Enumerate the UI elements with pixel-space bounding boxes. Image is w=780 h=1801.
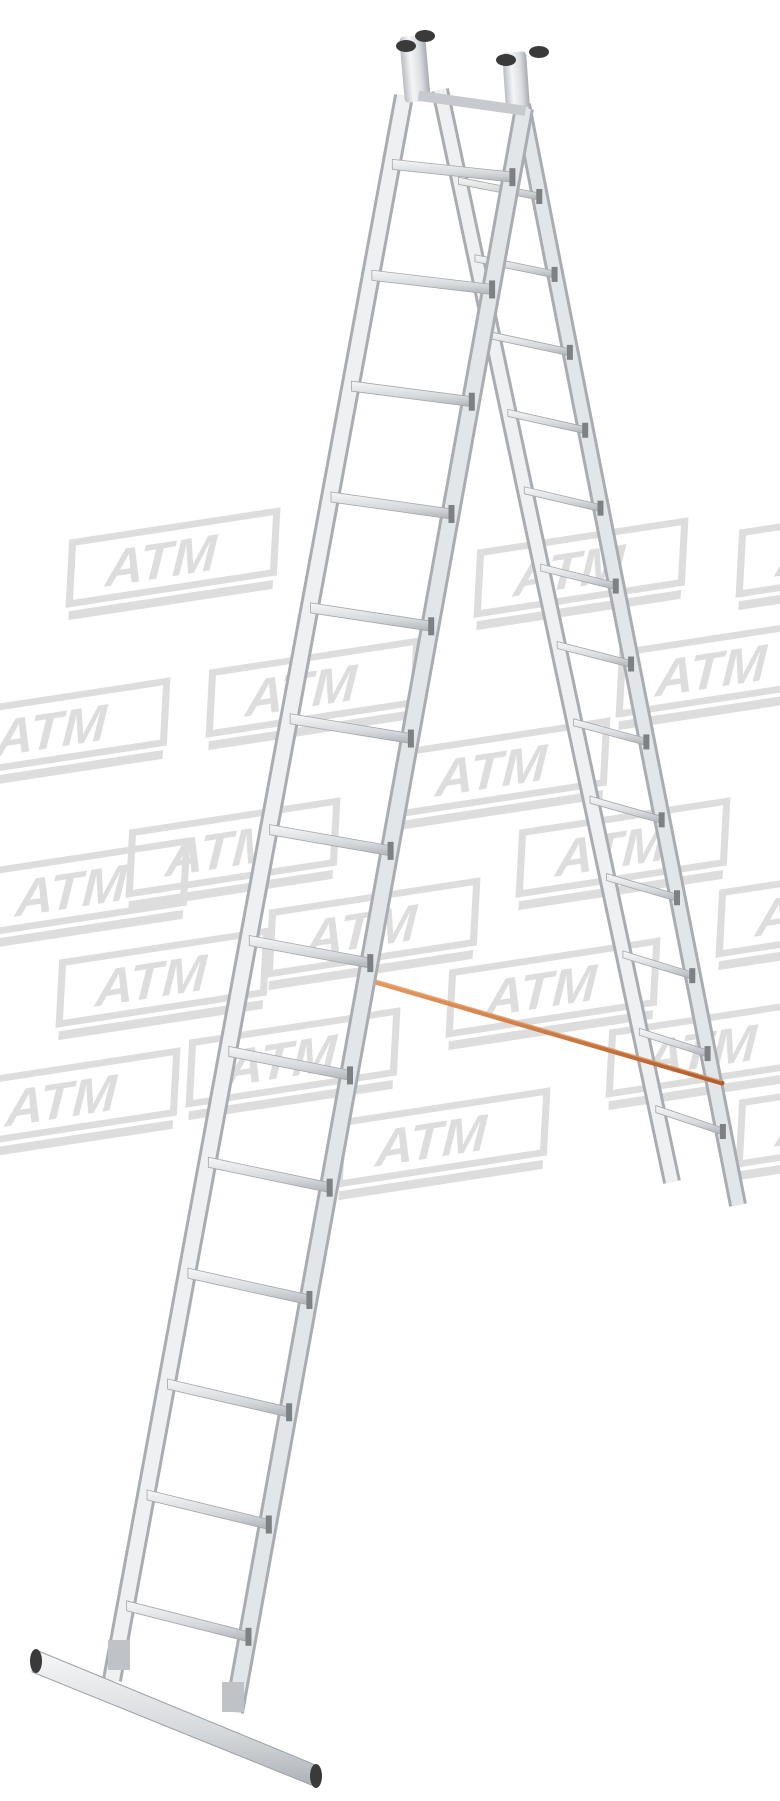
rivet-icon (719, 1124, 726, 1139)
ladder-rung (126, 1600, 249, 1643)
rivet-icon (367, 954, 374, 973)
watermark-logo: ATM (0, 837, 191, 951)
front-ladder-section (102, 94, 534, 1714)
watermark-logo: ATM (615, 617, 780, 731)
watermark-logo: ATM (185, 1007, 401, 1121)
stabiliser-bar (30, 1640, 322, 1788)
watermark-logo: ATM (0, 1047, 181, 1161)
rivet-icon (265, 1515, 272, 1534)
top-hinge (396, 30, 549, 116)
rivet-icon (566, 344, 573, 360)
watermark-logo: ATM (335, 1087, 551, 1201)
rivet-icon (643, 734, 650, 750)
rivet-icon (245, 1627, 252, 1646)
rivet-icon (704, 1046, 711, 1062)
watermark-logo: ATM (735, 1067, 780, 1181)
rivet-icon (536, 189, 543, 204)
rivet-icon (489, 280, 496, 299)
svg-text:ATM: ATM (772, 1084, 780, 1159)
safety-strap (369, 978, 725, 1086)
rivet-icon (509, 168, 516, 187)
ladder-rung (187, 1267, 310, 1306)
rivet-icon (597, 500, 604, 516)
rear-ladder-section (431, 88, 747, 1207)
rivet-icon (551, 266, 558, 282)
end-cap-icon (310, 1764, 322, 1788)
ladder-rung (167, 1378, 290, 1418)
svg-text:ATM: ATM (772, 514, 780, 589)
end-cap-icon (415, 30, 435, 42)
watermark-logo: ATM (473, 517, 689, 631)
ladder-rung (330, 491, 452, 520)
end-cap-icon (396, 40, 416, 52)
rivet-icon (306, 1290, 313, 1309)
watermark-logo: ATM (55, 927, 271, 1041)
rivet-icon (689, 968, 696, 984)
rivet-icon (387, 841, 394, 860)
rivet-icon (347, 1066, 353, 1085)
watermark-logo: ATM (65, 507, 281, 621)
end-cap-icon (30, 1649, 42, 1673)
rivet-icon (612, 578, 619, 594)
rivet-icon (673, 890, 680, 906)
rivet-icon (628, 656, 635, 672)
ladder-rung (351, 380, 473, 408)
rivet-icon (326, 1178, 333, 1197)
end-cap-icon (529, 46, 549, 58)
rivet-icon (407, 729, 414, 748)
rivet-icon (286, 1403, 293, 1422)
ladder-rung (207, 1156, 331, 1194)
watermark-logo: ATM (125, 797, 341, 911)
ladder-rung (310, 602, 432, 632)
rivet-icon (468, 392, 475, 411)
rivet-icon (428, 617, 435, 636)
rivet-icon (448, 505, 455, 523)
rivet-icon (582, 422, 589, 438)
watermark-logo: ATM (515, 797, 731, 911)
end-cap-icon (496, 54, 516, 66)
ladder-rung (146, 1489, 270, 1531)
rivet-icon (658, 812, 665, 828)
watermark-logo: ATM (0, 677, 171, 791)
watermark-logo: ATM (735, 497, 780, 611)
watermark-logo: ATM (715, 857, 780, 971)
ladder-rung (269, 824, 392, 857)
